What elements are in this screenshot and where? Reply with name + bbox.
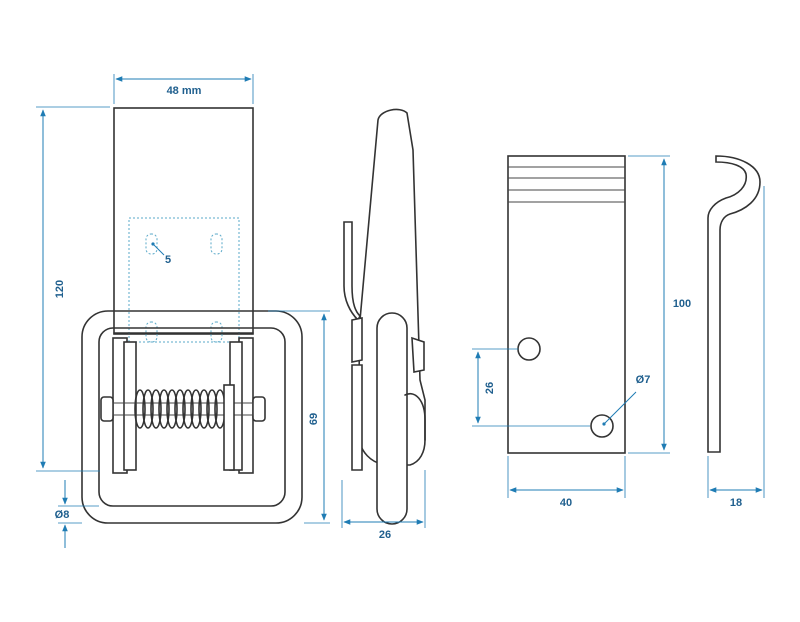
spring-coil: [206, 389, 218, 429]
spring-coil: [134, 389, 146, 429]
spring-coil: [166, 389, 178, 429]
hook-view: [707, 155, 761, 453]
dim-plate-height: 100: [673, 298, 691, 310]
side-base-plate: [351, 364, 363, 471]
spring-leg: [223, 384, 235, 471]
side-rivet: [411, 336, 425, 373]
dim-hole-spacing: 26: [484, 382, 496, 394]
dim-front-height: 120: [54, 280, 66, 298]
spring-coil: [174, 389, 186, 429]
hidden-slot-3: [145, 321, 158, 343]
hook-profile: [707, 155, 761, 453]
spring-coil: [190, 389, 202, 429]
spring-coil: [158, 389, 170, 429]
dim-hook-depth: 18: [730, 497, 742, 509]
front-arm-left: [123, 341, 137, 471]
dim-front-width: 48 mm: [167, 85, 202, 97]
side-view: [343, 108, 426, 525]
dim-ring-diameter: Ø8: [55, 509, 70, 521]
dim-hole-diameter: Ø7: [636, 374, 651, 386]
side-curve: [404, 393, 426, 441]
dimensions: 48 mm 120 5 69 Ø8 26 100: [36, 74, 765, 548]
side-ring: [376, 312, 408, 525]
dim-base-height: 69: [308, 413, 320, 425]
pin-cap-left: [100, 396, 114, 422]
coil-spring: [134, 389, 226, 429]
dim-plate-width: 40: [560, 497, 572, 509]
hidden-slot-2: [210, 233, 223, 255]
hidden-base-plate: [128, 217, 240, 343]
spring-coil: [198, 389, 210, 429]
dim-side-depth: 26: [379, 529, 391, 541]
side-tab: [343, 221, 361, 322]
wire-ring-outer: [81, 310, 303, 524]
pin-cap-right: [252, 396, 266, 422]
hidden-slot-4: [210, 321, 223, 343]
hidden-slot-1: [145, 233, 158, 255]
side-clip: [351, 317, 363, 363]
plate-view: [507, 155, 626, 454]
spring-coil: [142, 389, 154, 429]
plate-hole-2: [590, 414, 614, 438]
spring-coil: [182, 389, 194, 429]
side-lever: [357, 108, 426, 466]
strike-plate: [507, 155, 626, 454]
front-view: [81, 107, 303, 524]
spring-coil: [150, 389, 162, 429]
front-lever-plate: [113, 107, 254, 335]
wire-ring-inner: [98, 327, 286, 507]
dim-hole-size: 5: [165, 254, 171, 266]
